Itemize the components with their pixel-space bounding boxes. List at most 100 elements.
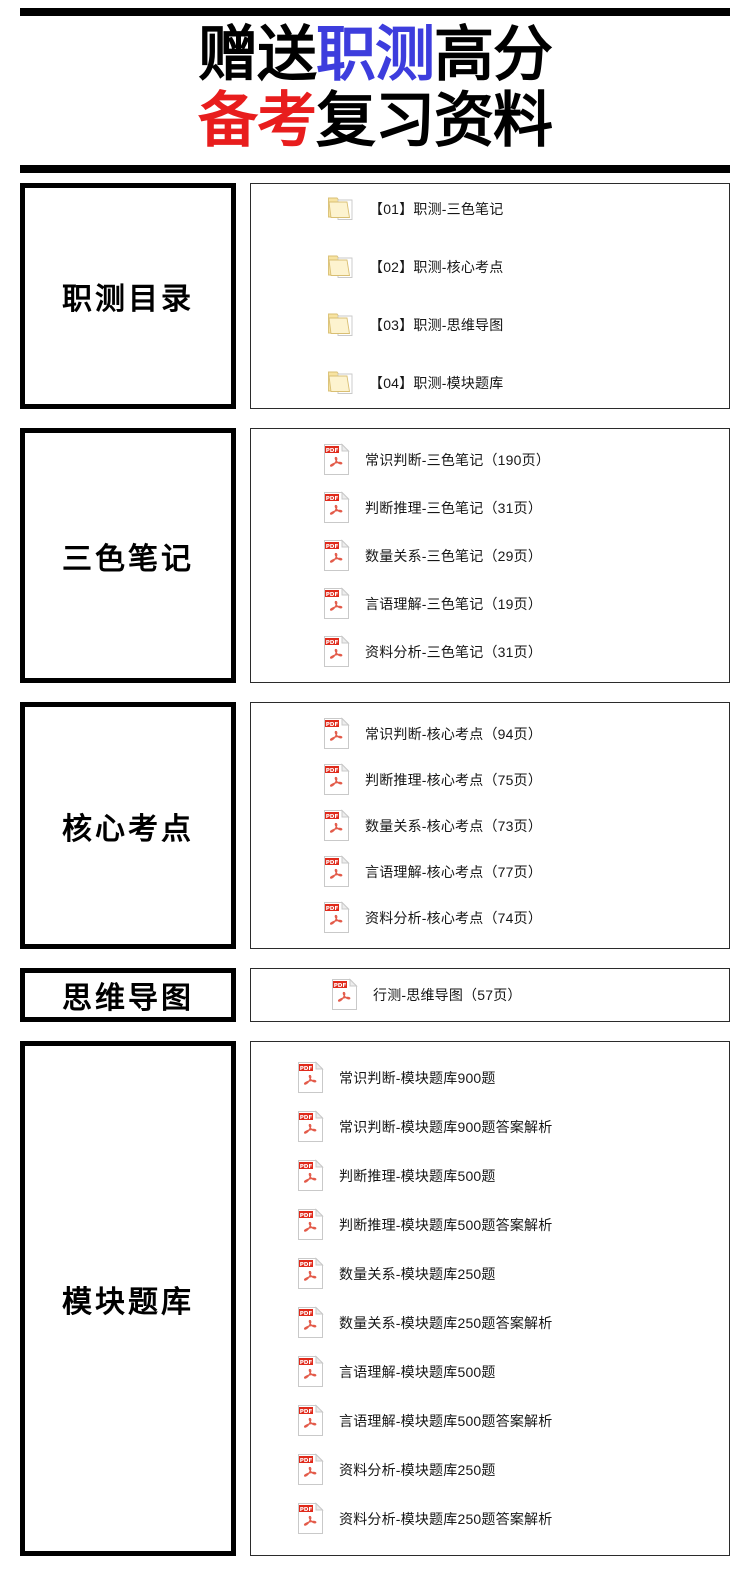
pdf-icon: PDF [331,978,361,1012]
list-item[interactable]: 【02】职测-核心考点 [251,250,729,284]
header-title-line-1: 赠送职测高分 [0,22,750,88]
svg-text:PDF: PDF [300,1409,313,1415]
list-item[interactable]: 【01】职测-三色笔记 [251,192,729,226]
section-label-box-bank: 模块题库 [20,1041,236,1557]
list-item-label: 言语理解-模块题库500题 [339,1364,496,1381]
list-item-label: 数量关系-模块题库250题 [339,1266,496,1283]
svg-text:PDF: PDF [300,1507,313,1513]
pdf-icon: PDF [297,1257,327,1291]
pdf-icon: PDF [323,586,353,621]
list-item[interactable]: PDF 资料分析-模块题库250题 [251,1453,729,1487]
section-label-box-catalog: 职测目录 [20,183,236,410]
pdf-icon: PDF [323,854,353,889]
list-item[interactable]: PDF 判断推理-核心考点（75页） [251,762,729,797]
svg-text:PDF: PDF [300,1458,313,1464]
list-item-label: 言语理解-三色笔记（19页） [365,595,543,612]
pdf-icon: PDF [297,1355,327,1389]
section-catalog: 职测目录 【01】职测-三色笔记【02】职测-核心考点【03】职测-思维导图【04… [20,183,730,410]
list-item[interactable]: PDF 资料分析-核心考点（74页） [251,900,729,935]
list-item-label: 常识判断-模块题库900题 [339,1070,496,1087]
svg-text:PDF: PDF [326,592,339,598]
header-title-line-2: 备考复习资料 [0,88,750,154]
list-item[interactable]: PDF 言语理解-模块题库500题 [251,1355,729,1389]
list-item-label: 数量关系-模块题库250题答案解析 [339,1315,553,1332]
list-item[interactable]: PDF 数量关系-核心考点（73页） [251,808,729,843]
list-item[interactable]: PDF 资料分析-三色笔记（31页） [251,634,729,669]
list-item-label: 资料分析-核心考点（74页） [365,909,543,926]
pdf-icon: PDF [323,762,353,797]
list-item[interactable]: PDF 言语理解-三色笔记（19页） [251,586,729,621]
pdf-icon: PDF [323,900,353,935]
svg-text:PDF: PDF [300,1262,313,1268]
section-mindmap: 思维导图 PDF 行测-思维导图（57页） [20,968,730,1023]
svg-text:PDF: PDF [326,860,339,866]
list-item[interactable]: PDF 行测-思维导图（57页） [251,978,729,1012]
list-item[interactable]: PDF 判断推理-三色笔记（31页） [251,490,729,525]
list-item-label: 行测-思维导图（57页） [373,987,522,1004]
list-item-label: 常识判断-核心考点（94页） [365,725,543,742]
svg-text:PDF: PDF [300,1164,313,1170]
list-item[interactable]: PDF 判断推理-模块题库500题 [251,1159,729,1193]
folder-icon [327,192,357,226]
svg-text:PDF: PDF [326,722,339,728]
list-item[interactable]: 【03】职测-思维导图 [251,308,729,342]
pdf-icon: PDF [297,1404,327,1438]
header: 赠送职测高分 备考复习资料 [0,8,750,174]
pdf-icon: PDF [297,1110,327,1144]
list-item[interactable]: PDF 常识判断-三色笔记（190页） [251,442,729,477]
section-label: 核心考点 [62,811,194,847]
list-item-label: 【01】职测-三色笔记 [369,201,504,218]
header-segment-2: 高分 [434,20,553,90]
pdf-icon: PDF [297,1453,327,1487]
svg-text:PDF: PDF [300,1213,313,1219]
pdf-icon: PDF [323,716,353,751]
list-item-label: 资料分析-三色笔记（31页） [365,643,543,660]
folder-icon [327,366,357,400]
svg-text:PDF: PDF [326,768,339,774]
pdf-icon: PDF [297,1502,327,1536]
list-item-label: 判断推理-核心考点（75页） [365,771,543,788]
section-label: 三色笔记 [62,541,194,577]
svg-text:PDF: PDF [326,544,339,550]
section-label-box-points: 核心考点 [20,702,236,950]
list-item[interactable]: PDF 常识判断-核心考点（94页） [251,716,729,751]
list-item-label: 数量关系-核心考点（73页） [365,817,543,834]
header-bottom-rule [20,165,730,174]
folder-icon [327,308,357,342]
section-items-box-mindmap: PDF 行测-思维导图（57页） [250,968,730,1023]
section-label: 职测目录 [62,282,194,318]
list-item[interactable]: 【04】职测-模块题库 [251,366,729,400]
list-item[interactable]: PDF 数量关系-模块题库250题 [251,1257,729,1291]
list-item-label: 判断推理-三色笔记（31页） [365,499,543,516]
section-items-inner: PDF 行测-思维导图（57页） [251,978,729,1012]
section-label: 模块题库 [62,1284,194,1320]
list-item-label: 常识判断-三色笔记（190页） [365,451,551,468]
list-item[interactable]: PDF 言语理解-模块题库500题答案解析 [251,1404,729,1438]
list-item-label: 言语理解-模块题库500题答案解析 [339,1413,553,1430]
section-list: 职测目录 【01】职测-三色笔记【02】职测-核心考点【03】职测-思维导图【04… [0,173,750,1568]
section-label-box-mindmap: 思维导图 [20,968,236,1023]
pdf-icon: PDF [323,634,353,669]
svg-text:PDF: PDF [326,814,339,820]
svg-text:PDF: PDF [326,640,339,646]
header-segment-0: 赠送 [198,20,317,90]
svg-text:PDF: PDF [326,448,339,454]
list-item-label: 判断推理-模块题库500题答案解析 [339,1217,553,1234]
pdf-icon: PDF [323,490,353,525]
list-item-label: 判断推理-模块题库500题 [339,1168,496,1185]
section-items-inner: 【01】职测-三色笔记【02】职测-核心考点【03】职测-思维导图【04】职测-… [251,192,729,400]
list-item[interactable]: PDF 判断推理-模块题库500题答案解析 [251,1208,729,1242]
list-item-label: 资料分析-模块题库250题 [339,1462,496,1479]
svg-text:PDF: PDF [300,1115,313,1121]
